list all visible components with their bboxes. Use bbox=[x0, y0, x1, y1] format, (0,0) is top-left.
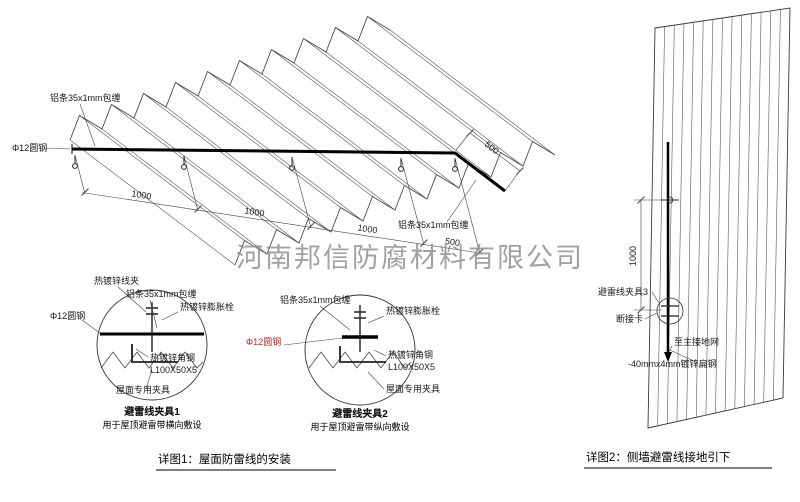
upper-clamp-mark bbox=[666, 196, 674, 204]
detail2-label-roof-clamp: 屋面专用夹具 bbox=[386, 383, 440, 394]
roof-annotations: 铝条35x1mm包缠 Φ12圆钢 铝条35x1mm包缠 bbox=[12, 92, 477, 230]
roof-axonometric bbox=[69, 15, 556, 266]
dim-line bbox=[81, 192, 484, 254]
dim-seg4: 500 bbox=[444, 236, 460, 248]
bend-dim-ticks bbox=[466, 129, 524, 175]
wall-leaders bbox=[644, 291, 699, 364]
detail1-label-roof-clamp: 屋面专用夹具 bbox=[116, 384, 170, 395]
detail2-leaders bbox=[283, 305, 387, 390]
detail1-leaders bbox=[81, 286, 179, 390]
detail1-circle bbox=[96, 289, 208, 401]
caption-detail2: 详图2：侧墙避雷线接地引下 bbox=[586, 450, 730, 464]
detail2-label-anchor-bolt: 热镀锌膨胀栓 bbox=[386, 305, 440, 316]
wall-label-to-ground: 至主接地网 bbox=[674, 336, 719, 347]
disconnect-clamp-ticks bbox=[661, 305, 679, 317]
detail-circle-1: 热镀锌线夹 铝条35x1mm包缠 热镀锌膨胀栓 Φ12圆钢 热镀锌角钢 L100… bbox=[50, 275, 234, 430]
label-strip-top: 铝条35x1mm包缠 bbox=[50, 92, 121, 103]
caption-detail1: 详图1：屋面防雷线的安装 bbox=[158, 452, 291, 466]
leader-strip-right bbox=[446, 179, 477, 223]
detail1-bolt bbox=[146, 302, 158, 352]
wall-label-clamp3: 避雷线夹具3 bbox=[598, 286, 648, 297]
lightning-wire-line bbox=[71, 147, 506, 193]
roof-corrugation-ridges bbox=[69, 16, 556, 266]
detail2-roof-profile bbox=[308, 351, 412, 369]
detail1-label-angle-spec: L100X50X5 bbox=[150, 365, 197, 375]
detail1-label-angle-steel: 热镀锌角钢 bbox=[150, 352, 195, 363]
roof-dimension-chain bbox=[74, 129, 524, 256]
roof-near-profile bbox=[69, 15, 391, 141]
detail2-subtitle: 用于屋顶避雷带纵向敷设 bbox=[310, 421, 409, 432]
detail1-label-anchor-bolt: 热镀锌膨胀栓 bbox=[180, 301, 234, 312]
wire-clamp-symbols bbox=[72, 155, 458, 172]
wall-dim-label: 1000 bbox=[628, 246, 638, 266]
dim-seg1: 1000 bbox=[131, 189, 152, 202]
detail2-label-angle-spec: L100X50X5 bbox=[388, 362, 435, 372]
wall-drawing: 1000 避雷线夹具3 断接卡 至主接地网 -40mmx4mm镀锌扁钢 bbox=[598, 7, 791, 429]
detail1-label-strip: 铝条35x1mm包缠 bbox=[126, 288, 197, 299]
detail1-roof-profile bbox=[100, 351, 204, 369]
lightning-wire bbox=[71, 144, 506, 193]
disconnect-callout-circle bbox=[656, 297, 684, 325]
label-rod-left: Φ12圆钢 bbox=[12, 142, 47, 153]
detail2-label-angle-steel: 热镀锌角钢 bbox=[388, 349, 433, 360]
wall-dimension bbox=[634, 196, 662, 314]
wall-label-disconnect: 断接卡 bbox=[616, 313, 643, 324]
detail1-angle-steel bbox=[131, 344, 178, 363]
detail1-title: 避雷线夹具1 bbox=[123, 405, 180, 418]
dim-seg2: 1000 bbox=[244, 206, 265, 219]
detail2-angle-steel bbox=[339, 346, 386, 363]
roof-dimension-labels: 1000 1000 1000 500 500 bbox=[131, 139, 501, 248]
detail2-title: 避雷线夹具2 bbox=[331, 407, 388, 420]
detail1-subtitle: 用于屋顶避雷带横向敷设 bbox=[102, 419, 201, 430]
detail-circle-2: 铝条35x1mm包缠 热镀锌膨胀栓 Φ12圆钢 热镀锌角钢 L100X50X5 … bbox=[246, 294, 440, 432]
detail2-bolt bbox=[354, 305, 366, 352]
detail1-label-rod: Φ12圆钢 bbox=[50, 310, 85, 321]
detail2-circle bbox=[304, 294, 416, 406]
detail2-label-rod: Φ12圆钢 bbox=[246, 336, 281, 347]
wall-corrugation-lines bbox=[657, 9, 781, 426]
dim-ticks bbox=[81, 188, 484, 256]
wall-label-flat-steel: -40mmx4mm镀锌扁钢 bbox=[628, 358, 717, 369]
dim-extension-lines bbox=[74, 154, 481, 255]
captions: 详图1：屋面防雷线的安装 详图2：侧墙避雷线接地引下 bbox=[156, 450, 772, 471]
bend-dim-line bbox=[469, 132, 521, 172]
detail1-label-clamp: 热镀锌线夹 bbox=[94, 275, 139, 286]
ground-arrowhead bbox=[664, 352, 672, 362]
dim-bend: 500 bbox=[483, 139, 501, 156]
dim-seg3: 1000 bbox=[357, 223, 378, 236]
label-strip-right: 铝条35x1mm包缠 bbox=[398, 219, 469, 230]
detail2-label-strip: 铝条35x1mm包缠 bbox=[280, 294, 351, 305]
leader-rod-left bbox=[43, 147, 71, 150]
leader-strip-top bbox=[79, 103, 96, 147]
